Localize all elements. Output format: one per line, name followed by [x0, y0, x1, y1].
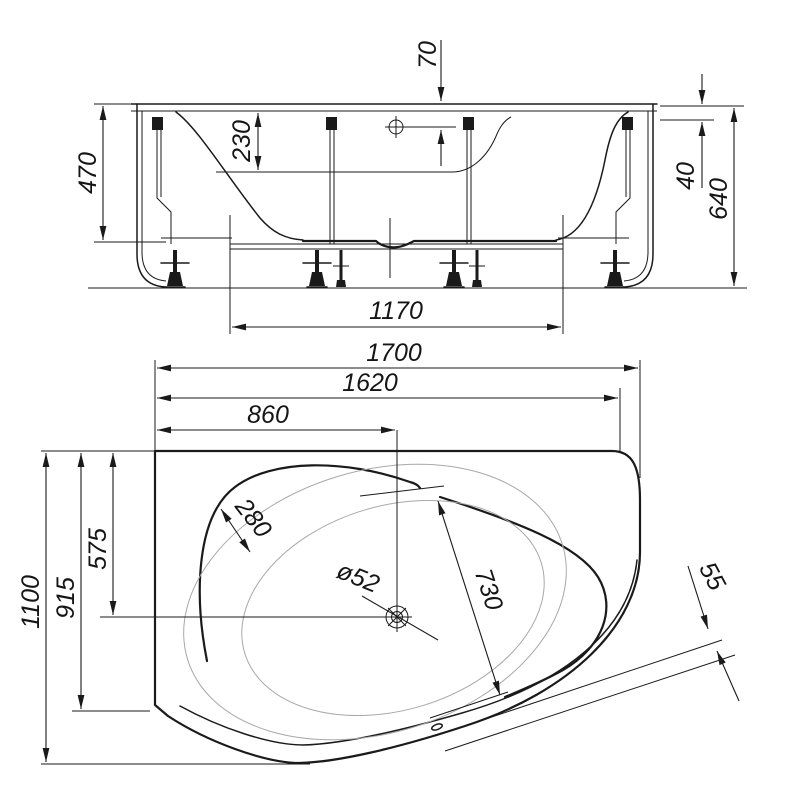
dim-40-label: 40 [672, 162, 700, 190]
rim-inner-edge [179, 559, 638, 746]
dim-280-label: 280 [229, 492, 277, 543]
dim-915: 915 [52, 453, 150, 712]
dim-470: 470 [74, 103, 166, 243]
foot [600, 250, 630, 288]
dim-230: 230 [228, 113, 262, 170]
dim-860: 860 [157, 401, 395, 434]
dim-1100-label: 1100 [17, 575, 45, 629]
strut-clip [152, 117, 163, 130]
foot [160, 250, 190, 288]
dim-640: 640 [705, 108, 738, 286]
support-frame [152, 117, 633, 288]
dim-1700-label: 1700 [366, 339, 422, 367]
strut-clip [463, 117, 474, 130]
plan-view: 1700 1620 860 1100 915 575 [17, 339, 740, 765]
dim-280: 280 [220, 492, 277, 553]
dim-730: 730 [359, 485, 509, 719]
foot [302, 250, 332, 288]
dim-1620-label: 1620 [342, 369, 398, 397]
overflow-symbol [385, 116, 456, 138]
strut-clip [622, 117, 633, 130]
dim-860-label: 860 [247, 401, 289, 429]
dim-915-label: 915 [52, 577, 80, 619]
strut-clip [326, 117, 337, 130]
dim-230-label: 230 [228, 120, 256, 163]
basin-contours [183, 463, 608, 741]
dim-640-label: 640 [705, 178, 733, 220]
drain-symbol [100, 430, 412, 632]
dim-drain-diameter: ø52 [333, 557, 439, 641]
dim-730-label: 730 [469, 565, 509, 613]
dim-1170-label: 1170 [369, 297, 423, 325]
foot [439, 250, 469, 288]
dim-1100: 1100 [17, 450, 310, 765]
dim-575: 575 [84, 453, 117, 615]
frame-rail [230, 243, 563, 250]
small-foot [469, 250, 485, 287]
dim-70-label: 70 [414, 41, 442, 69]
dim-470-label: 470 [74, 152, 102, 194]
dim-55-label: 55 [693, 557, 731, 595]
dim-drain-label: ø52 [333, 557, 384, 599]
adjustable-feet [160, 250, 630, 288]
small-foot [333, 250, 349, 287]
dim-70: 70 [414, 40, 445, 166]
dim-1700: 1700 [154, 339, 641, 478]
dim-40: 40 [660, 74, 744, 190]
frame-struts [156, 130, 631, 244]
dim-1620: 1620 [157, 369, 621, 451]
side-elevation-view: 70 230 470 40 640 1170 [74, 40, 747, 334]
jet-hole [431, 723, 443, 731]
tub-shell-elevation [130, 103, 658, 288]
dim-1170: 1170 [229, 215, 564, 334]
dim-575-label: 575 [84, 528, 112, 570]
